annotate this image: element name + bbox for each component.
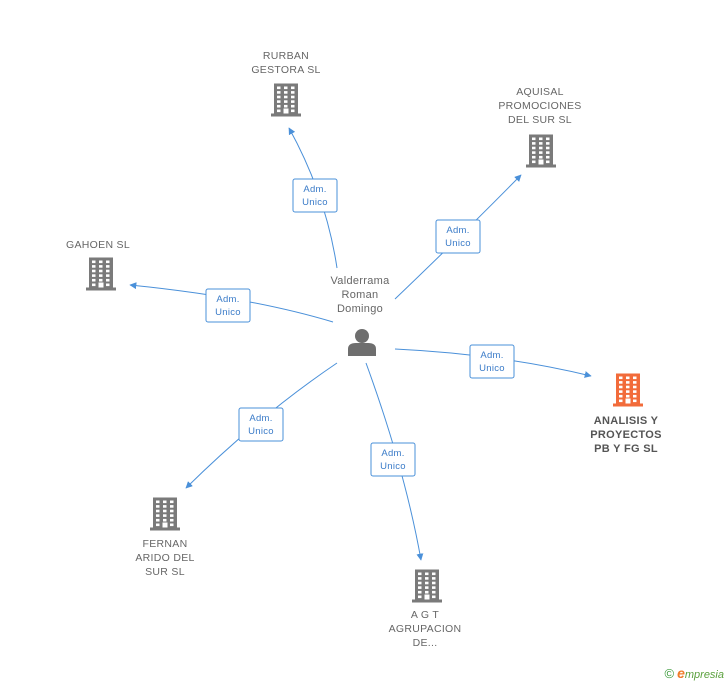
- role-badge[interactable]: Adm. Unico: [238, 407, 284, 442]
- edge-analisis: Adm. Unico: [394, 344, 592, 379]
- role-badge-text: Adm.: [446, 225, 469, 236]
- role-badge[interactable]: Adm. Unico: [435, 219, 481, 254]
- company-name[interactable]: ARIDO DEL: [135, 552, 194, 564]
- role-badge[interactable]: Adm. Unico: [205, 288, 251, 323]
- company-name[interactable]: AQUISAL: [516, 86, 564, 98]
- person-name[interactable]: Valderrama: [330, 275, 390, 287]
- company-name[interactable]: PROMOCIONES: [498, 100, 581, 112]
- role-badge-text: Unico: [380, 461, 406, 472]
- company-node-fernan[interactable]: FERNAN ARIDO DEL SUR SL: [135, 497, 194, 579]
- company-node-gahoen[interactable]: GAHOEN SL: [66, 239, 130, 291]
- edge-gahoen: Adm. Unico: [129, 282, 334, 323]
- brand-logo-text: mpresia: [684, 669, 724, 681]
- company-node-rurban[interactable]: RURBAN GESTORA SL: [251, 50, 320, 117]
- copyright-symbol: ©: [664, 666, 675, 681]
- role-badge-text: Adm.: [216, 294, 239, 305]
- company-name[interactable]: PROYECTOS: [590, 429, 662, 441]
- company-name[interactable]: DEL SUR SL: [508, 114, 572, 126]
- role-badge-text: Unico: [215, 307, 241, 318]
- edges-layer: Adm.UnicoAdm.UnicoAdm.UnicoAdm.UnicoAdm.…: [129, 127, 592, 561]
- building-icon[interactable]: [86, 257, 116, 291]
- role-badge[interactable]: Adm. Unico: [292, 178, 338, 213]
- company-name[interactable]: SUR SL: [145, 566, 185, 578]
- company-name[interactable]: ANALISIS Y: [594, 415, 659, 427]
- building-icon[interactable]: [526, 134, 556, 168]
- role-badge[interactable]: Adm. Unico: [370, 442, 416, 477]
- nodes-layer: RURBAN GESTORA SL AQUISAL PROMOCIONES DEL SU…: [66, 50, 662, 650]
- role-badge-text: Unico: [445, 238, 471, 249]
- role-badge-text: Unico: [248, 426, 274, 437]
- role-badge-text: Adm.: [480, 350, 503, 361]
- edge-rurban: Adm. Unico: [288, 127, 338, 269]
- company-name[interactable]: AGRUPACION: [389, 623, 462, 635]
- company-name[interactable]: RURBAN: [263, 50, 309, 62]
- building-icon[interactable]: [613, 373, 643, 407]
- company-name[interactable]: A G T: [411, 609, 439, 621]
- company-name[interactable]: GAHOEN SL: [66, 239, 130, 251]
- person-name[interactable]: Roman: [342, 289, 379, 301]
- edge-agt: Adm. Unico: [365, 362, 424, 561]
- company-name[interactable]: DE...: [413, 637, 438, 649]
- building-icon[interactable]: [150, 497, 180, 531]
- company-name[interactable]: GESTORA SL: [251, 64, 320, 76]
- role-badge-text: Unico: [479, 363, 505, 374]
- edge-aquisal: Adm. Unico: [394, 174, 522, 300]
- role-badge-text: Adm.: [303, 184, 326, 195]
- company-name[interactable]: PB Y FG SL: [594, 443, 658, 455]
- brand-logo-initial: e: [677, 665, 685, 681]
- person-icon[interactable]: [348, 329, 376, 356]
- role-badge[interactable]: Adm. Unico: [469, 344, 515, 379]
- building-icon[interactable]: [412, 569, 442, 603]
- company-node-analisis[interactable]: ANALISIS Y PROYECTOS PB Y FG SL: [590, 373, 662, 456]
- role-badge-text: Adm.: [381, 448, 404, 459]
- company-node-aquisal[interactable]: AQUISAL PROMOCIONES DEL SUR SL: [498, 86, 581, 168]
- role-badge-text: Adm.: [249, 413, 272, 424]
- edge-fernan: Adm. Unico: [185, 362, 338, 489]
- company-name[interactable]: FERNAN: [143, 538, 188, 550]
- footer-brand[interactable]: ©empresia: [664, 665, 724, 681]
- person-name[interactable]: Domingo: [337, 303, 383, 315]
- company-node-agt[interactable]: A G T AGRUPACION DE...: [389, 569, 462, 650]
- building-icon[interactable]: [271, 83, 301, 117]
- role-badge-text: Unico: [302, 197, 328, 208]
